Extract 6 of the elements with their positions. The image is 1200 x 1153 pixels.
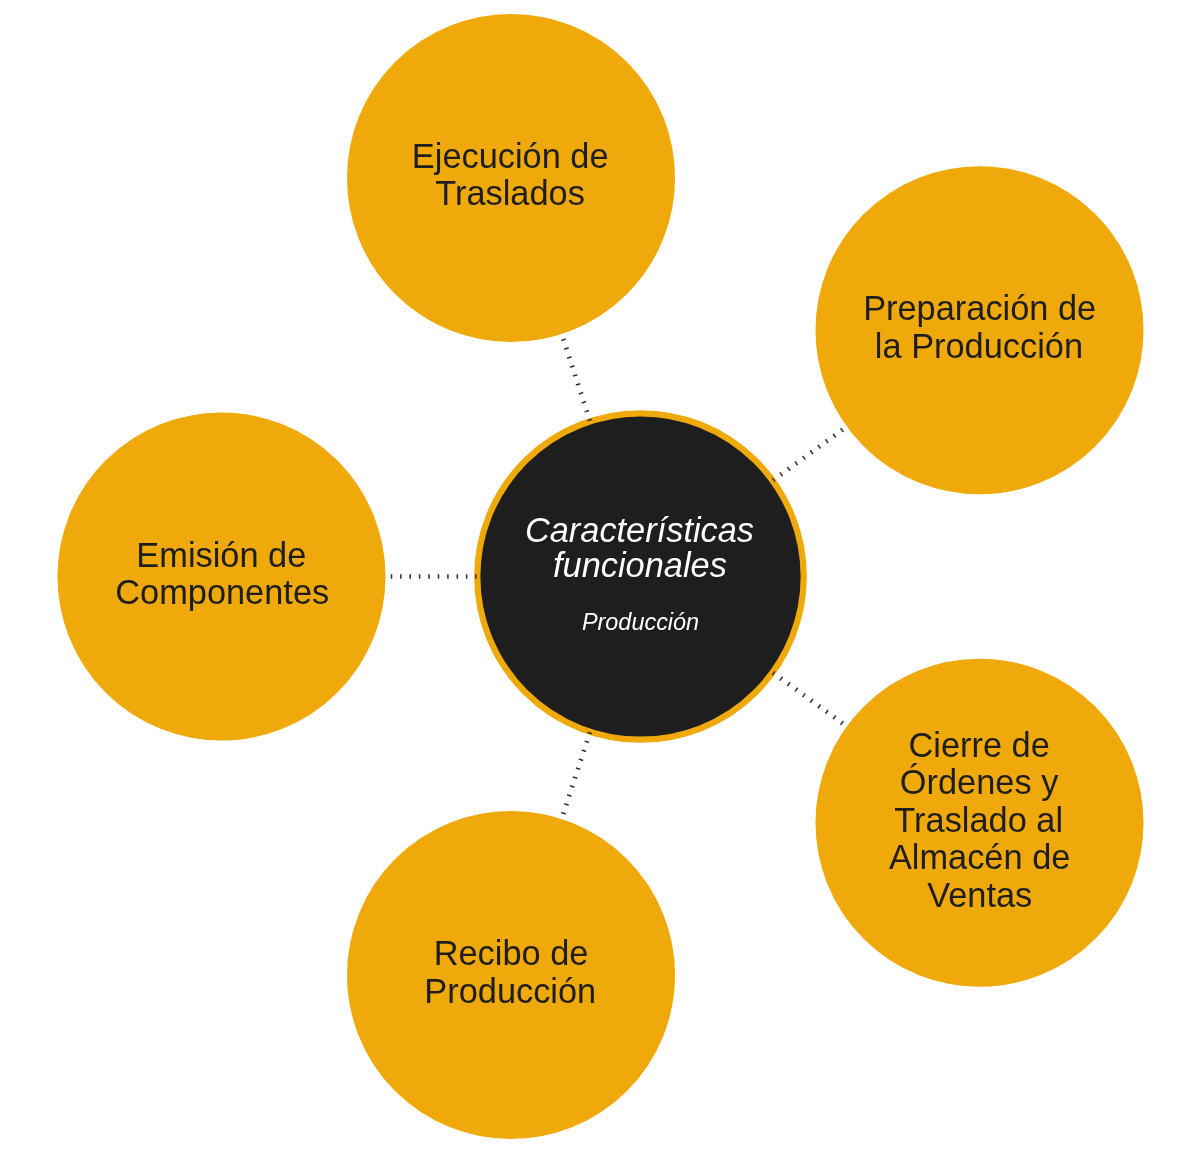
- node-circle: Preparación de la Producción: [815, 166, 1144, 495]
- node-circle: Características funcionales Producción: [473, 410, 807, 743]
- node-circle: Recibo de Producción: [346, 811, 675, 1140]
- node-circle: Ejecución de Traslados: [346, 13, 675, 342]
- node-circle: Emisión de Componentes: [56, 412, 385, 741]
- node-circle: Cierre de Órdenes y Traslado al Almacén de Ventas: [815, 658, 1144, 987]
